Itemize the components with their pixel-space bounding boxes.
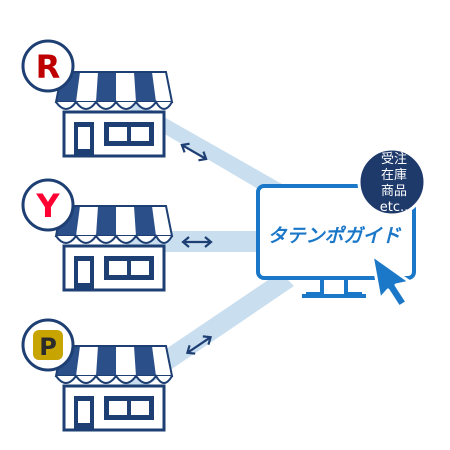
paypay-badge-letter: P — [39, 333, 57, 361]
monitor-stand — [306, 280, 324, 296]
store-paypay: P — [21, 318, 174, 432]
yahoo-badge-icon: Y — [21, 178, 75, 232]
rakuten-badge-letter: R — [36, 48, 61, 86]
yahoo-badge-letter: Y — [35, 187, 60, 225]
tatenpo-guide-logo: タテンポガイド — [267, 225, 401, 247]
storefront-icon — [54, 70, 174, 158]
store-yahoo: Y — [21, 178, 174, 292]
bubble-line-orders: 受注 — [381, 152, 407, 167]
info-bubble: 受注 在庫 商品 etc.. — [357, 147, 427, 217]
storefront-icon — [54, 344, 174, 432]
bubble-line-inventory: 在庫 — [381, 168, 407, 183]
rakuten-badge-icon: R — [21, 39, 75, 93]
paypay-badge-icon: P — [21, 318, 75, 372]
storefront-icon — [54, 204, 174, 292]
arrows — [180, 142, 213, 355]
bubble-line-etc: etc.. — [380, 200, 409, 215]
store-rakuten: R — [21, 39, 174, 158]
bubble-line-products: 商品 — [381, 184, 407, 199]
cursor-arrow-icon — [370, 253, 412, 309]
bidirectional-arrow-icon — [181, 236, 213, 248]
bidirectional-arrow-icon — [185, 335, 213, 355]
monitor-stand — [344, 280, 362, 296]
bidirectional-arrow-icon — [180, 142, 208, 162]
